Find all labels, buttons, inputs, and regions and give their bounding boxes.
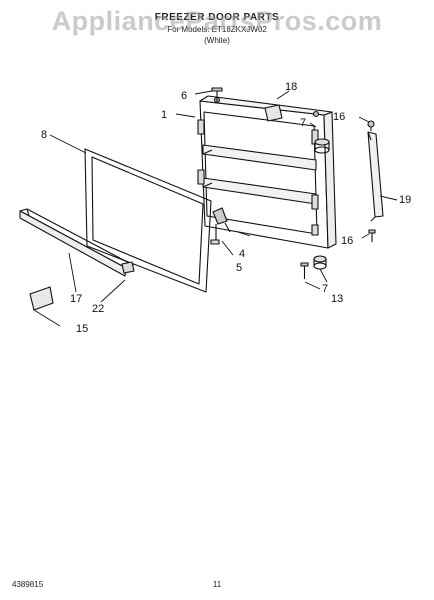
clip-18	[264, 104, 283, 122]
screw-16-bottom	[368, 229, 376, 242]
door-gasket	[84, 148, 212, 293]
footer-code: 4389815	[12, 580, 44, 589]
callout-8: 8	[41, 129, 47, 141]
callout-7-bottom: 7	[322, 283, 328, 295]
callout-17: 17	[70, 293, 82, 305]
callout-18: 18	[285, 81, 297, 93]
callout-22: 22	[92, 303, 104, 315]
callout-1: 1	[161, 109, 167, 121]
screw-6	[211, 87, 223, 102]
watermark: AppliancePartsPros.com	[51, 6, 383, 36]
plug-button-top	[314, 138, 330, 154]
door-handle	[367, 131, 384, 222]
screw-16-top	[367, 120, 375, 131]
footer-page: 11	[212, 580, 222, 589]
callouts: 1 4 5 6 7 7 8 13 15 16 16 17 18 19 22	[41, 81, 411, 335]
nameplate	[29, 286, 54, 311]
trim-end-cap	[121, 261, 135, 274]
callout-19: 19	[399, 194, 411, 206]
callout-13: 13	[331, 293, 343, 305]
callout-16-bottom: 16	[341, 235, 353, 247]
callout-6: 6	[181, 90, 187, 102]
plug-button-bottom	[313, 255, 327, 270]
callout-4: 4	[239, 248, 245, 260]
door-panel	[197, 95, 337, 249]
model-note: (White)	[204, 36, 230, 45]
screw-13	[300, 262, 309, 279]
hinge-assembly	[210, 207, 231, 245]
diagram-title: FREEZER DOOR PARTS	[154, 12, 280, 23]
callout-15: 15	[76, 323, 88, 335]
callout-16-top: 16	[333, 111, 345, 123]
leader-lines	[33, 90, 398, 327]
callout-5: 5	[236, 262, 242, 274]
callout-7-top: 7	[300, 117, 306, 129]
trim-strip	[19, 208, 134, 277]
model-line: For Models: ET18ZKXJW02	[167, 25, 267, 34]
